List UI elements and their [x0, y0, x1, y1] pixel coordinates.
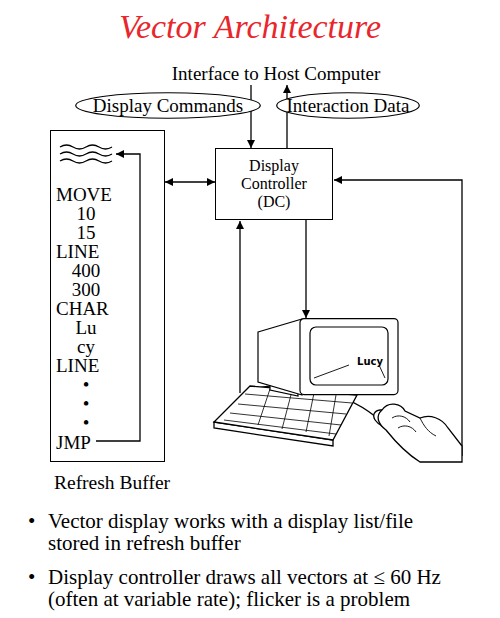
connector-arrow	[305, 220, 306, 318]
display-list-item: MOVE	[56, 185, 112, 204]
hand-fingers	[392, 416, 436, 436]
display-controller-box: Display Controller (DC)	[215, 148, 333, 220]
bullet-text: Display controller draws all vectors at …	[48, 566, 468, 610]
bullet-text: Vector display works with a display list…	[48, 510, 468, 554]
display-list-item: 15	[51, 223, 121, 242]
monitor-housing	[258, 319, 302, 395]
bullet-mark: •	[28, 510, 35, 532]
wavy-line	[60, 159, 112, 163]
display-list-item: 10	[51, 204, 121, 223]
display-list-item: 400	[51, 261, 121, 280]
display-list-item: CHAR	[56, 299, 109, 318]
display-list-item: JMP	[56, 433, 91, 452]
connector-arrow	[250, 119, 251, 148]
interface-label: Interface to Host Computer	[150, 63, 402, 85]
display-list-item: Lu	[51, 318, 121, 337]
hand-outline	[378, 404, 462, 462]
refresh-buffer-box: MOVE1015LINE400300CHARLucyLINE•••JMPRefr…	[50, 130, 165, 462]
display-list-item: •	[51, 413, 121, 432]
ellipse-label: Display Commands	[75, 92, 261, 119]
display-list-item: •	[51, 375, 121, 394]
connector-arrow	[286, 119, 287, 148]
box-label: Display Controller (DC)	[216, 149, 332, 219]
buffer-heading: Refresh Buffer	[51, 472, 173, 494]
display-list-item: •	[51, 394, 121, 413]
ellipse-shape	[76, 93, 261, 119]
screen-text: Lucy	[350, 356, 390, 368]
display-list-item: 300	[51, 280, 121, 299]
bullet-mark: •	[28, 566, 35, 588]
command-ellipse: Display Commands	[75, 92, 261, 119]
interaction-ellipse: Interaction Data	[276, 92, 420, 119]
connector-arrow	[165, 181, 215, 182]
ellipse-shape	[277, 93, 420, 119]
ellipse-label: Interaction Data	[276, 92, 420, 119]
wavy-line	[60, 152, 112, 156]
keyboard-wire	[239, 221, 240, 393]
display-list-item: LINE	[56, 356, 99, 375]
display-list-item: LINE	[56, 242, 99, 261]
title: Vector Architecture	[0, 6, 500, 48]
display-list-item: cy	[51, 337, 121, 356]
monitor: Lucy	[256, 318, 400, 396]
wavy-line	[60, 145, 112, 149]
monitor-bezel	[300, 319, 398, 395]
